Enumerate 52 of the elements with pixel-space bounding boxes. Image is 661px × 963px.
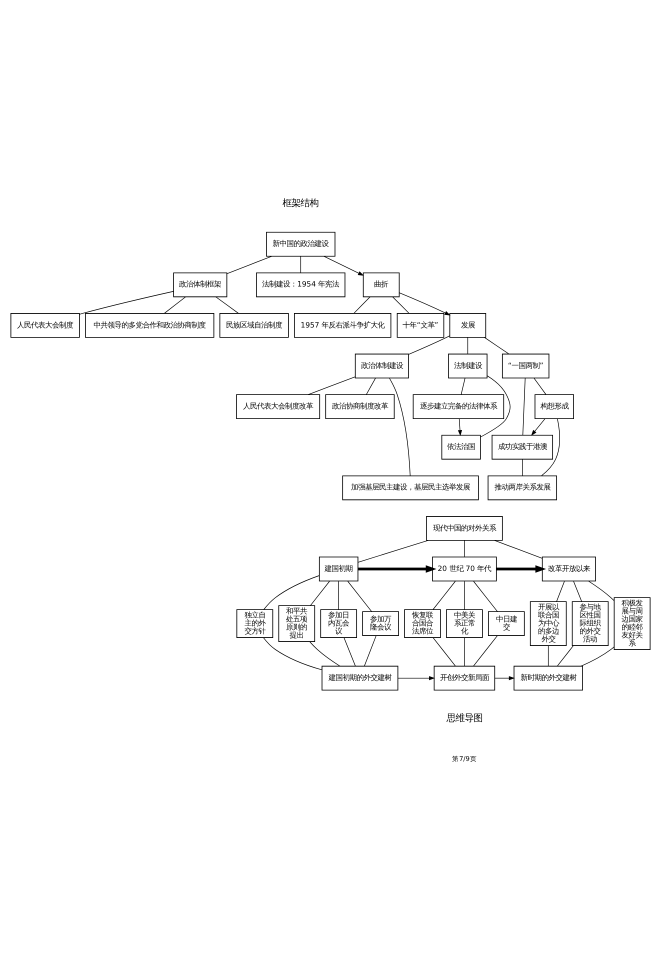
connector [473, 635, 498, 666]
connector [226, 256, 272, 274]
connector [432, 580, 456, 610]
connector [548, 645, 549, 666]
connector [347, 580, 372, 612]
connector [541, 418, 560, 476]
connector [432, 637, 456, 666]
connector [556, 580, 565, 602]
connector [300, 256, 302, 274]
connector [408, 336, 450, 355]
connector [308, 376, 356, 395]
connector [557, 645, 574, 666]
connector [484, 337, 510, 354]
connector [310, 580, 330, 606]
connector [573, 580, 582, 602]
connector [79, 291, 174, 315]
connector [389, 378, 411, 476]
arrow [398, 676, 436, 680]
connector [522, 378, 526, 436]
arrow [399, 292, 451, 316]
arrow [458, 418, 462, 436]
connector [464, 580, 465, 610]
connector [309, 641, 340, 666]
connector [534, 378, 546, 395]
connector [364, 635, 376, 666]
connector [338, 580, 339, 610]
connector [164, 296, 186, 314]
connector [264, 575, 320, 610]
label: 思维导图 [446, 713, 482, 724]
connector [344, 637, 356, 666]
connector [473, 580, 498, 612]
arrow [494, 676, 515, 680]
connector [522, 458, 523, 476]
arrow [531, 418, 546, 436]
connector [460, 378, 466, 395]
connector [588, 580, 614, 602]
connector [467, 337, 468, 354]
connector [263, 637, 322, 670]
connector [580, 646, 614, 666]
connector [392, 296, 410, 314]
connector [494, 540, 542, 559]
connector [366, 378, 376, 395]
connector [464, 637, 465, 666]
connector [354, 296, 370, 314]
connector [464, 540, 465, 558]
arrow [358, 565, 436, 573]
connector [480, 375, 510, 438]
connector [358, 540, 428, 563]
connector [215, 296, 239, 314]
arrow [496, 565, 546, 573]
label: 框架结构 [282, 198, 319, 210]
arrow [324, 256, 364, 276]
